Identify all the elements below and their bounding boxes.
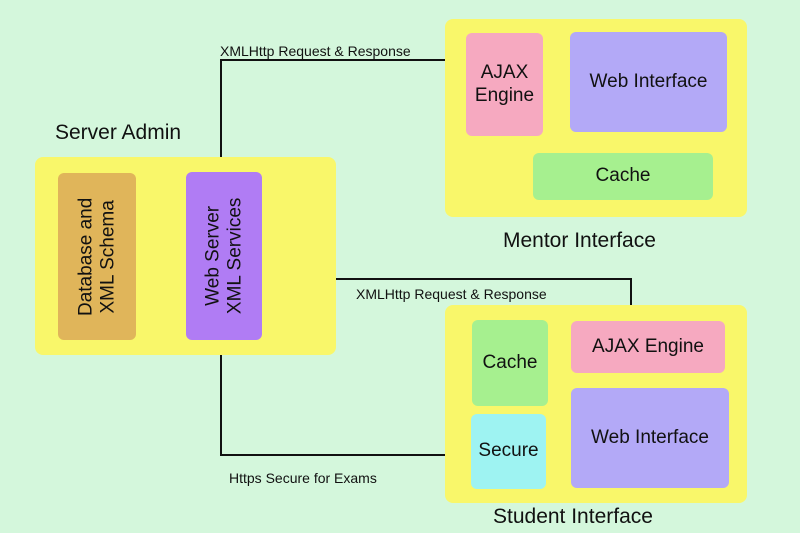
link-server-to-student-secure [220,340,471,456]
secure-link-label: Https Secure for Exams [229,470,377,486]
link-server-to-mentor-ajax [220,59,466,172]
student-link-label: XMLHttp Request & Response [356,286,547,302]
student-ajax-engine-box: AJAX Engine [571,321,725,373]
webserver-box: Web Server XML Services [186,172,262,340]
server-admin-title: Server Admin [55,121,182,144]
mentor-cache-box: Cache [533,153,713,200]
mentor-interface-title: Mentor Interface [503,229,656,252]
mentor-ajax-label-line1: AJAX [480,61,529,83]
database-label-line2: XML Schema [97,199,119,314]
webserver-label-line2: XML Services [224,197,245,315]
student-interface-title: Student Interface [493,505,653,528]
student-web-interface-box: Web Interface [571,388,729,488]
mentor-ajax-engine-box: AJAX Engine [466,33,543,136]
mentor-ajax-label-line2: Engine [474,84,535,106]
student-cache-box: Cache [472,320,548,406]
webserver-label-line1: Web Server [202,206,224,306]
mentor-web-interface-box: Web Interface [570,32,727,132]
mentor-link-label: XMLHttp Request & Response [220,43,411,59]
student-secure-box: Secure [471,414,546,489]
database-box: Database and XML Schema [58,173,136,340]
database-label-line1: Database and [75,197,97,316]
